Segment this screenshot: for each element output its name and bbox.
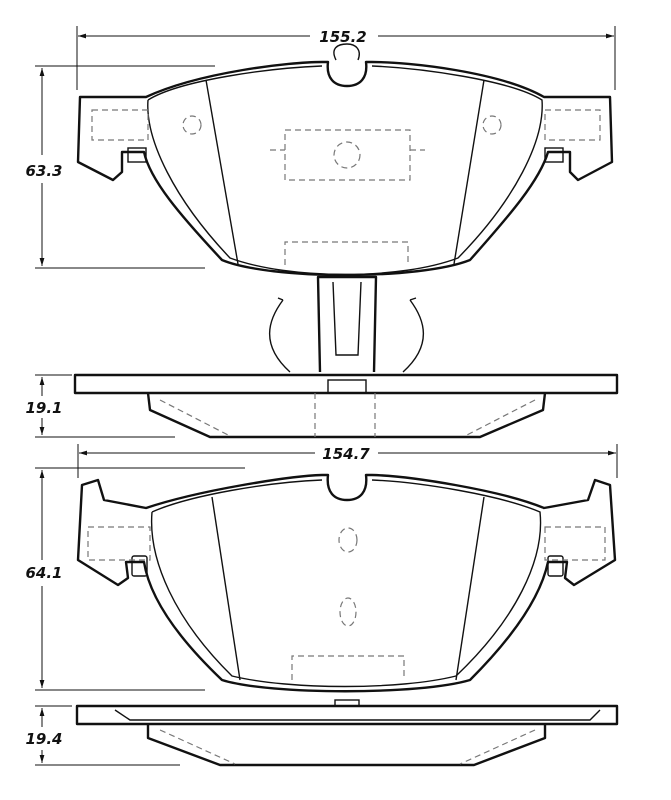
top-pad-face-view xyxy=(76,43,614,277)
bottom-pad-face-view xyxy=(76,473,617,693)
bottom-pad-edge-view xyxy=(75,699,619,767)
top-pad-height-label: 63.3 xyxy=(25,162,62,180)
dimension-lines xyxy=(35,26,618,766)
bottom-pad-width-label: 154.7 xyxy=(322,445,370,463)
top-pad-thickness-label: 19.1 xyxy=(25,399,62,417)
top-pad-width-label: 155.2 xyxy=(319,28,366,46)
bottom-pad-thickness-label: 19.4 xyxy=(25,730,62,748)
bottom-pad-height-label: 64.1 xyxy=(25,564,62,582)
top-pad-edge-view xyxy=(73,275,619,439)
